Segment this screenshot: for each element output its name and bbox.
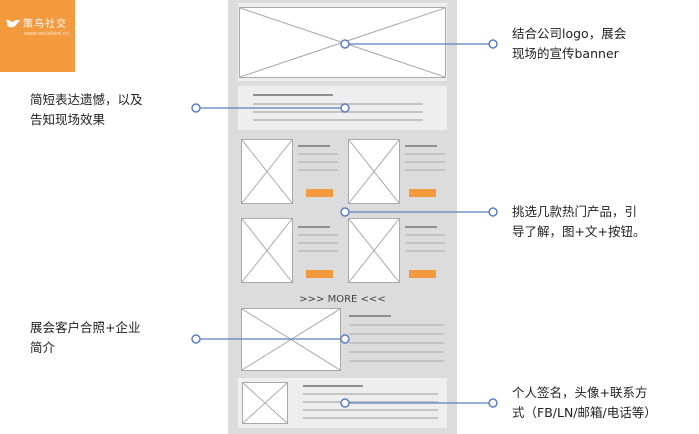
connector-dot — [191, 103, 201, 113]
logo-name: 策鸟社交 — [23, 19, 67, 30]
more-label: >>> MORE <<< — [299, 294, 386, 305]
connector-dot — [488, 398, 498, 408]
annotation-products: 挑选几款热门产品，引 导了解，图+文+按钮。 — [512, 204, 646, 239]
product-image-placeholder — [241, 218, 293, 283]
banner-image-placeholder — [239, 7, 446, 78]
product-image-placeholder — [241, 139, 293, 204]
product-button — [409, 270, 436, 278]
annotation-intro: 简短表达遗憾，以及 告知现场效果 — [30, 92, 143, 127]
phone-wireframe: >>> MORE <<< — [228, 0, 457, 434]
product-button — [306, 270, 333, 278]
company-logo: 策鸟社交 www.socialbird.cn — [0, 0, 75, 72]
annotation-banner: 结合公司logo，展会 现场的宣传banner — [512, 26, 627, 61]
logo-url: www.socialbird.cn — [24, 31, 69, 37]
product-image-placeholder — [348, 139, 400, 204]
bird-icon — [6, 19, 20, 28]
connector-dot — [488, 207, 498, 217]
banner-section — [238, 3, 447, 81]
signature-section — [238, 378, 447, 428]
product-image-placeholder — [348, 218, 400, 283]
product-button — [306, 189, 333, 197]
connector-dot — [191, 334, 201, 344]
group-photo-placeholder — [241, 308, 341, 371]
connector-dot — [488, 39, 498, 49]
annotation-signature: 个人签名，头像+联系方 式（FB/LN/邮箱/电话等） — [512, 385, 657, 420]
product-button — [409, 189, 436, 197]
intro-text-section — [238, 86, 447, 130]
annotation-company: 展会客户合照+企业 简介 — [30, 320, 141, 355]
avatar-placeholder — [242, 382, 288, 424]
